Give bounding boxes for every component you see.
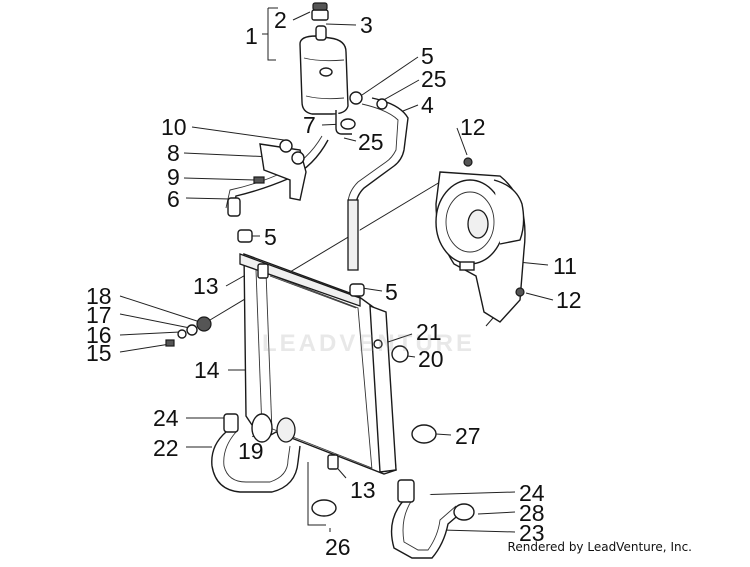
callout-6[interactable]: 6 [167,186,180,212]
callout-28[interactable]: 28 [519,500,545,526]
watermark: LEADVENTURE [262,330,476,357]
callout-25-mid[interactable]: 25 [358,129,384,155]
callout-3[interactable]: 3 [360,12,373,38]
callout-23[interactable]: 23 [519,520,545,546]
callout-27[interactable]: 27 [455,423,481,449]
cooling-fan [435,157,526,323]
callout-5-low[interactable]: 5 [385,279,398,305]
callout-14[interactable]: 14 [194,357,220,383]
lower-hoses [211,413,475,559]
callout-13-top[interactable]: 13 [193,273,219,299]
credit-text: Rendered by LeadVenture, Inc. [507,540,692,554]
callout-12-bottom[interactable]: 12 [556,287,582,313]
callout-24-left[interactable]: 24 [153,405,179,431]
callout-19[interactable]: 19 [238,438,264,464]
bracket-hardware [253,139,307,201]
expansion-tank-assembly [299,2,356,135]
mounting-hardware [165,316,212,347]
leader-lines [119,7,554,533]
upper-hoses [225,91,409,271]
callout-25-top[interactable]: 25 [421,66,447,92]
callout-22[interactable]: 22 [153,435,179,461]
callout-13-bottom[interactable]: 13 [350,477,376,503]
callout-5-mid[interactable]: 5 [264,224,277,250]
callout-18[interactable]: 18 [86,283,112,309]
callout-9[interactable]: 9 [167,164,180,190]
callout-16[interactable]: 16 [86,322,112,348]
callout-21[interactable]: 21 [416,319,442,345]
callout-11[interactable]: 11 [553,253,577,279]
callout-1[interactable]: 1 [245,23,258,49]
callout-10[interactable]: 10 [161,114,187,140]
callout-5-top[interactable]: 5 [421,43,434,69]
callout-15[interactable]: 15 [86,340,112,366]
callout-7[interactable]: 7 [303,112,316,138]
callout-4[interactable]: 4 [421,92,434,118]
callout-26[interactable]: 26 [325,534,351,560]
callout-24-right[interactable]: 24 [519,480,545,506]
callout-20[interactable]: 20 [418,346,444,372]
callout-12-top[interactable]: 12 [460,114,486,140]
callout-17[interactable]: 17 [86,302,112,328]
callout-2[interactable]: 2 [274,7,287,33]
callout-8[interactable]: 8 [167,140,180,166]
